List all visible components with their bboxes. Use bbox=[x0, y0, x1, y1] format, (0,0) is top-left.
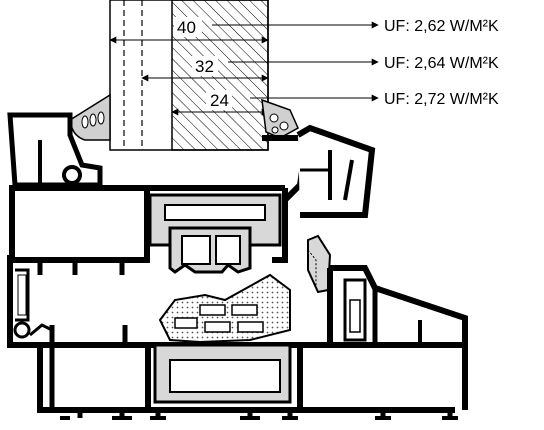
dimension-label-40: 40 bbox=[177, 18, 196, 37]
thermal-core-lower bbox=[153, 343, 292, 404]
center-gasket bbox=[307, 234, 332, 294]
sash-profile bbox=[7, 112, 376, 218]
dimension-label-24: 24 bbox=[210, 91, 229, 110]
frame-upper bbox=[9, 185, 288, 275]
glazing-gasket-left bbox=[69, 93, 111, 141]
uf-label-1: UF: 2,62 W/M²K bbox=[384, 18, 499, 35]
dimension-lines bbox=[109, 21, 379, 116]
outer-frame-right bbox=[297, 265, 468, 410]
uf-label-2: UF: 2,64 W/M²K bbox=[384, 55, 499, 72]
outer-frame-left bbox=[7, 255, 53, 348]
dimension-label-32: 32 bbox=[195, 57, 214, 76]
thermal-break-lower bbox=[158, 273, 291, 344]
uf-label-3: UF: 2,72 W/M²K bbox=[384, 91, 499, 108]
glazing-gasket-right bbox=[261, 98, 299, 139]
thermal-core-upper bbox=[148, 193, 282, 274]
